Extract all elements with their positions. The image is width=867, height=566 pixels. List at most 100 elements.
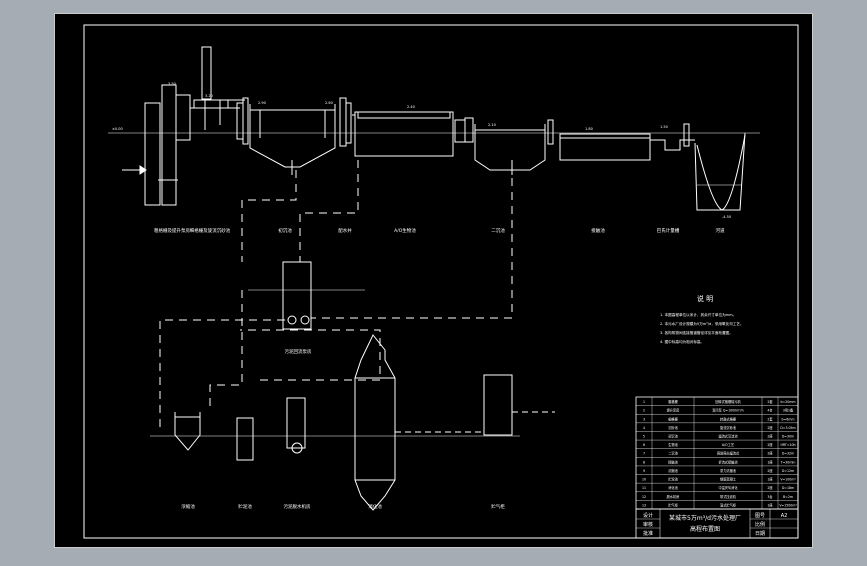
elevation-tag: 1.80	[585, 127, 593, 131]
digester	[354, 334, 396, 511]
table-cell: 辐流式沉淀池	[718, 433, 738, 438]
pump-house	[161, 84, 177, 206]
table-cell: 细格栅	[668, 416, 678, 421]
stage-label-bottom: 浓缩池	[181, 503, 195, 510]
return-pump-house	[282, 261, 312, 330]
table-cell: HRT=10h	[780, 443, 795, 447]
table-cell: 3	[643, 417, 645, 421]
outer-border	[54, 13, 813, 548]
elevation-tag: ±0.00	[112, 127, 123, 131]
river-profile	[696, 134, 746, 211]
sheet-value: A2	[781, 513, 788, 519]
scale-label: 比例	[755, 521, 765, 528]
contact-tank	[559, 133, 651, 161]
note-line: 2. 本污水厂设计规模为5万m³/d，采用氧化沟工艺。	[660, 321, 744, 326]
inlet-arrow-icon	[139, 165, 147, 175]
table-cell: A/O工艺	[722, 442, 734, 447]
table-cell: 1座	[767, 502, 773, 507]
table-cell: 重力浓缩池	[720, 468, 737, 473]
table-cell: D=3.05m	[780, 426, 795, 430]
table-cell: 1座	[767, 459, 773, 464]
elevation-tag: 1.50	[660, 125, 668, 129]
table-cell: D=32m	[782, 452, 794, 456]
table-cell: 转鼓式格栅	[720, 416, 737, 421]
table-cell: 2座	[767, 442, 773, 447]
table-cell: 3台	[767, 494, 772, 499]
design-label: 设计	[643, 512, 653, 519]
table-cell: 6	[643, 443, 645, 447]
table-cell: B=2m	[783, 495, 793, 499]
drawing-sheet	[54, 13, 813, 548]
table-cell: 1	[643, 400, 645, 404]
date-label: 日期	[755, 531, 765, 537]
title-block: 设计 审核 批准 某城市5万m³/d污水处理厂 高程布置图 图号 A2 比例 日…	[635, 508, 799, 539]
table-cell: 2座	[767, 451, 773, 456]
table-cell: 4台	[767, 408, 772, 413]
table-cell: 10	[642, 478, 646, 482]
table-cell: 2座	[767, 425, 773, 430]
stage-label-middle: 污泥回流泵房	[285, 348, 312, 355]
stage-labels-bottom: 浓缩池贮泥池污泥脱水机房消化池贮气柜	[181, 503, 505, 510]
table-cell: 贮气柜	[668, 502, 678, 507]
table-cell: 贮泥池	[668, 477, 678, 482]
stage-label-bottom: 贮泥池	[238, 503, 252, 510]
table-cell: 2座	[767, 485, 773, 490]
table-cell: 2套	[767, 416, 773, 421]
table-cell: 浓缩池	[668, 468, 678, 473]
table-cell: 12	[642, 495, 646, 499]
river-section	[694, 132, 746, 211]
elevation-tag: 3.50	[168, 82, 176, 86]
stage-label-top: 初沉池	[278, 227, 292, 234]
table-cell: 提升泵房	[667, 408, 680, 413]
note-line: 3. 各构筑物间连接管道管径详见平面布置图。	[660, 330, 733, 335]
table-cell: 中温厌氧消化	[718, 485, 738, 490]
table-cell: 9	[643, 469, 645, 473]
notes-block: 说 明 1. 本图高程单位以米计，其余尺寸单位为mm。2. 本污水厂设计规模为5…	[660, 294, 744, 344]
table-cell: 1座	[767, 477, 773, 482]
table-cell: 11	[642, 486, 646, 490]
elevation-tag: 2.40	[407, 105, 415, 109]
table-cell: 3用1备	[783, 408, 794, 413]
coarse-screen-well	[144, 102, 161, 206]
table-cell: 旋流沉砂池	[720, 425, 737, 430]
stage-label-top: 巴氏计量槽	[657, 227, 680, 234]
table-cell: 2座	[767, 433, 773, 438]
fine-screen-tower	[201, 46, 212, 100]
table-cell: 湿式贮气柜	[720, 502, 737, 507]
table-cell: 带式压滤机	[720, 494, 737, 499]
approve-label: 批准	[643, 530, 653, 537]
table-cell: 2座	[767, 468, 773, 473]
table-cell: 沉砂池	[668, 425, 678, 430]
elevation-tag: 3.20	[205, 94, 213, 98]
stage-label-bottom: 贮气柜	[491, 503, 505, 510]
drawing-title-line1: 某城市5万m³/d污水处理厂	[669, 514, 741, 522]
table-cell: 8	[643, 460, 645, 464]
gas-holder	[483, 374, 513, 436]
table-cell: 粗格栅	[668, 399, 678, 404]
check-label: 审核	[643, 521, 653, 528]
sludge-storage	[236, 417, 254, 461]
table-cell: 钢筋混凝土	[720, 477, 737, 482]
sheet-label: 图号	[755, 513, 765, 519]
stage-label-bottom: 污泥脱水机房	[284, 503, 311, 510]
table-cell: 2	[643, 409, 645, 413]
dewatering-house	[286, 397, 306, 449]
elevation-tag: 2.60	[325, 101, 333, 105]
metering-flume	[650, 139, 695, 151]
stage-label-top: 细格栅及旋流沉砂池	[190, 227, 231, 234]
table-cell: 4	[643, 426, 645, 430]
table-cell: 7	[643, 452, 645, 456]
table-cell: 周进周出辐流式	[717, 451, 740, 456]
stage-label-top: 接触池	[591, 227, 605, 234]
table-cell: 2套	[767, 399, 773, 404]
table-cell: 潜污泵 Q=1000m³/h	[712, 408, 743, 413]
table-cell: 消化池	[668, 485, 678, 490]
table-cell: V=1500m³	[779, 503, 797, 507]
process-flow	[108, 46, 760, 511]
table-cell: b=6mm	[782, 417, 795, 421]
notes-heading: 说 明	[697, 294, 713, 303]
